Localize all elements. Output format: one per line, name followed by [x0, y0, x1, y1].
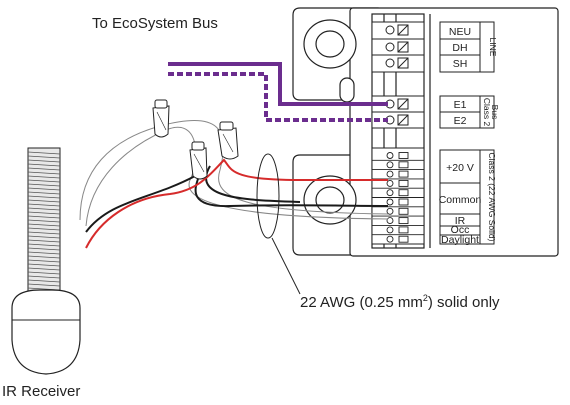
stem-thread	[27, 167, 61, 171]
terminal-label-daylight: Daylight	[441, 234, 479, 246]
stem-thread	[27, 151, 61, 155]
stem-thread	[27, 223, 61, 227]
sensor-terminal-clamp	[398, 198, 409, 206]
line-group-label: LINE	[488, 38, 498, 57]
line-label-panel	[439, 21, 495, 73]
stem-thread	[27, 191, 61, 195]
sensor-terminal-screw	[386, 152, 394, 159]
black-wire-1	[85, 173, 389, 233]
stem-thread	[27, 271, 61, 275]
stem-thread	[27, 187, 61, 191]
stem-thread	[27, 243, 61, 247]
bus-group-label-line2: Bus	[490, 105, 500, 120]
line-terminal-block	[371, 21, 425, 73]
terminal-label-e1: E1	[454, 99, 467, 111]
stem-thread	[27, 283, 61, 287]
stem-thread	[27, 207, 61, 211]
stem-thread	[27, 155, 61, 159]
stem-thread	[27, 203, 61, 207]
stem-thread	[27, 259, 61, 263]
ir-receiver	[11, 147, 81, 375]
sensor-terminal-clamp	[398, 217, 409, 225]
stem-thread	[27, 163, 61, 167]
stem-thread	[27, 263, 61, 267]
stem-thread	[27, 175, 61, 179]
module-slot	[339, 77, 355, 103]
sensor-terminal-screw	[386, 217, 394, 225]
terminal-label-sh: SH	[453, 58, 468, 70]
stem-thread	[27, 183, 61, 187]
sensor-terminal-clamp	[398, 152, 409, 159]
sensor-terminal-clamp	[398, 207, 409, 215]
stem-thread	[27, 227, 61, 231]
wire-gauge-loop	[256, 153, 280, 239]
stem-thread	[27, 219, 61, 223]
awg-callout-line	[271, 237, 301, 295]
sensor-terminal-clamp	[398, 179, 409, 187]
sensor-terminal-clamp	[398, 170, 409, 178]
stem-thread	[27, 247, 61, 251]
bus-label: To EcoSystem Bus	[92, 15, 218, 32]
sensor-terminal-rows	[372, 152, 424, 245]
sensor-group-label: Class 2 (22 AWG Solid)	[487, 153, 497, 242]
wire-nut-3	[217, 121, 239, 160]
sensor-terminal-screw	[386, 198, 394, 206]
bus-wire-dashed	[168, 72, 388, 122]
sensor-terminal-clamp	[398, 161, 409, 169]
terminal-label-20v: +20 V	[446, 162, 474, 174]
stem-thread	[27, 231, 61, 235]
terminal-label-common: Common	[439, 194, 482, 206]
stem-thread	[27, 275, 61, 279]
receiver-label: IR Receiver	[2, 383, 80, 400]
stem-thread	[27, 251, 61, 255]
sensor-terminal-clamp	[398, 235, 409, 243]
sensor-terminal-screw	[386, 207, 394, 215]
terminal-label-ir: IR	[455, 215, 466, 227]
sensor-terminal-screw	[386, 170, 394, 178]
stem-thread	[27, 235, 61, 239]
terminal-label-neu: NEU	[449, 26, 471, 38]
mounting-hole-bottom	[303, 175, 357, 225]
receiver-dome	[11, 289, 81, 375]
sensor-terminal-screw	[386, 189, 394, 197]
stem-thread	[27, 199, 61, 203]
stem-thread	[27, 171, 61, 175]
bus-label-panel	[439, 95, 495, 129]
terminal-label-dh: DH	[452, 42, 467, 54]
sensor-terminal-screw	[386, 179, 394, 187]
stem-thread	[27, 239, 61, 243]
stem-thread	[27, 267, 61, 271]
sensor-label-panel	[439, 149, 495, 245]
bus-group-label-line1: Class 2	[482, 98, 492, 127]
red-wire	[85, 158, 388, 249]
terminal-label-occ: Occ	[451, 224, 470, 236]
stem-thread	[27, 211, 61, 215]
stem-thread	[27, 159, 61, 163]
sensor-terminal-screw	[386, 235, 394, 243]
bus-terminal-block	[371, 95, 425, 129]
sensor-terminal-block	[371, 147, 425, 245]
sensor-terminal-screw	[386, 161, 394, 169]
sensor-terminal-clamp	[398, 226, 409, 234]
stem-thread	[27, 255, 61, 259]
sensor-terminal-clamp	[398, 189, 409, 197]
wire-nut-2	[189, 141, 208, 180]
stem-thread	[27, 179, 61, 183]
stem-thread	[27, 279, 61, 283]
stem-thread	[27, 195, 61, 199]
stem-thread	[27, 215, 61, 219]
bus-wire-solid	[168, 62, 388, 106]
awg-label: 22 AWG (0.25 mm2) solid only	[300, 293, 500, 311]
terminal-label-e2: E2	[454, 115, 467, 127]
black-wire-2	[205, 165, 301, 203]
sensor-terminal-screw	[386, 226, 394, 234]
wire-nut-1	[152, 99, 170, 138]
mounting-hole-top	[303, 19, 357, 69]
